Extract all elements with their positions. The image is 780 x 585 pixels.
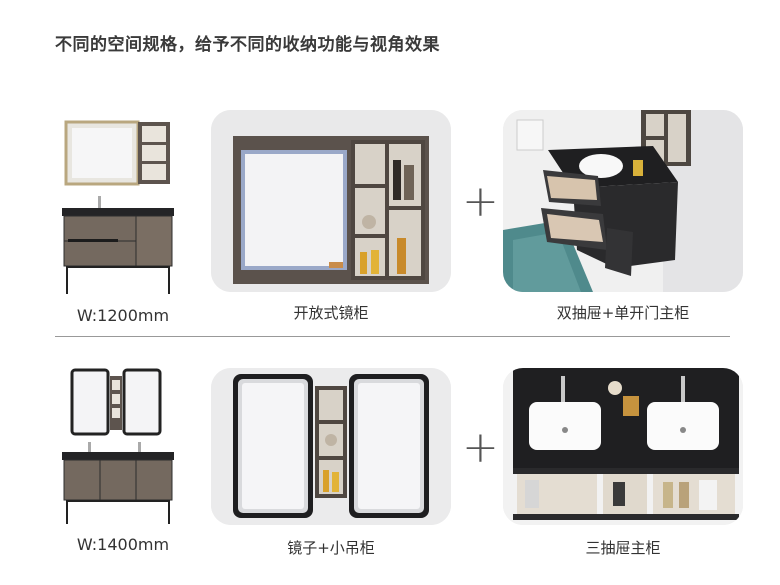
open-mirror-cabinet-illustration [211, 110, 451, 292]
double-drawer-cabinet-illustration [503, 110, 743, 292]
cabinet-caption-2: 三抽屉主柜 [585, 539, 661, 557]
mirror-caption-1: 开放式镜柜 [293, 304, 369, 322]
three-drawer-cabinet-illustration [503, 368, 743, 525]
mirror-small-cabinet-illustration [211, 368, 451, 525]
size-label-1200: W:1200mm [76, 306, 170, 325]
cabinet-caption-1: 双抽屉+单开门主柜 [556, 304, 690, 322]
section-divider [55, 336, 730, 337]
mirror-small-cabinet-image [211, 368, 451, 525]
mirror-caption-2: 镜子+小吊柜 [287, 539, 375, 557]
product-thumbnail-1200 [62, 120, 174, 294]
plus-sign-1: + [462, 176, 499, 227]
page-title: 不同的空间规格，给予不同的收纳功能与视角效果 [55, 35, 440, 55]
plus-sign-2: + [462, 422, 499, 473]
three-drawer-cabinet-image [503, 368, 743, 525]
double-drawer-cabinet-image [503, 110, 743, 292]
size-label-1400: W:1400mm [76, 535, 170, 554]
product-thumbnail-1400 [62, 368, 174, 524]
open-mirror-cabinet-image [211, 110, 451, 292]
